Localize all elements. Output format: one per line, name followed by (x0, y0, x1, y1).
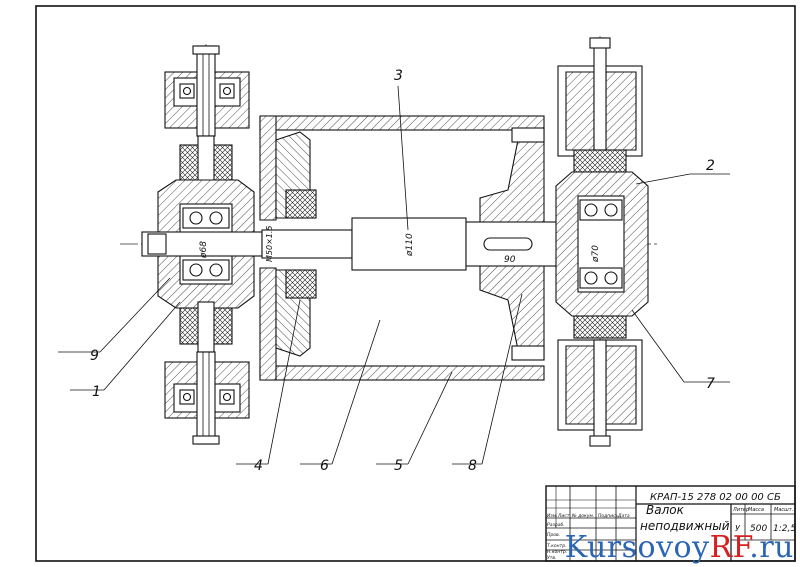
sheet-frame (35, 5, 796, 562)
staff-utv: Утв. (547, 555, 556, 561)
col-mass: Масса (748, 507, 764, 513)
leader-2: 2 (706, 158, 715, 174)
row-label-sign: Подпись (598, 513, 619, 519)
leader-4: 4 (254, 458, 263, 474)
watermark-part3: .ru (749, 530, 794, 565)
doc-code: КРАП-15 278 02 00 00 СБ (650, 492, 781, 503)
col-lit: Литер (732, 507, 749, 513)
col-scale: Масшт. (774, 507, 793, 513)
scale-value: 1:2,5 (773, 524, 796, 534)
staff-nkontr: Н.контр. (547, 549, 567, 555)
title-block-text: КРАП-15 278 02 00 00 СБ Валок неподвижны… (547, 492, 796, 561)
part-name-1: Валок (646, 503, 685, 517)
dimensions: ø68 M50×1.5 ø110 ø70 90 (199, 225, 601, 267)
part-name-2: неподвижный (640, 519, 730, 533)
row-label-doc: № докум. (571, 513, 594, 519)
dim-thread: M50×1.5 (265, 225, 274, 262)
leader-lines (58, 85, 730, 465)
staff-tkontr: Т.контр. (547, 543, 567, 549)
roller-drum (259, 115, 577, 381)
leader-3: 3 (394, 68, 403, 84)
row-label-date: Дата (617, 513, 630, 519)
left-support (141, 45, 263, 445)
staff-prov: Пров. (547, 532, 560, 538)
dim-key-length: 90 (504, 255, 516, 265)
staff-razrab: Разраб. (547, 522, 565, 528)
dim-d70: ø70 (591, 245, 601, 263)
leader-5: 5 (394, 458, 403, 474)
title-block (545, 485, 796, 562)
leader-numbers: 3 2 7 9 1 4 6 5 8 (90, 68, 715, 474)
row-label-list: Лист (557, 513, 570, 519)
dim-d68: ø68 (199, 241, 209, 259)
watermark-part2: RF (709, 530, 750, 565)
watermark-part1: Kursovoy (564, 530, 710, 565)
leader-1: 1 (92, 384, 101, 400)
watermark: KursovoyRF.ru (565, 530, 794, 565)
right-support (555, 37, 649, 447)
leader-8: 8 (468, 458, 477, 474)
leader-7: 7 (706, 376, 715, 392)
mass-value: 500 (750, 524, 767, 534)
dim-d110: ø110 (405, 233, 415, 257)
leader-9: 9 (90, 348, 99, 364)
row-label-izm: Изм. (547, 513, 558, 519)
lit-value: У (735, 524, 741, 533)
leader-6: 6 (320, 458, 329, 474)
